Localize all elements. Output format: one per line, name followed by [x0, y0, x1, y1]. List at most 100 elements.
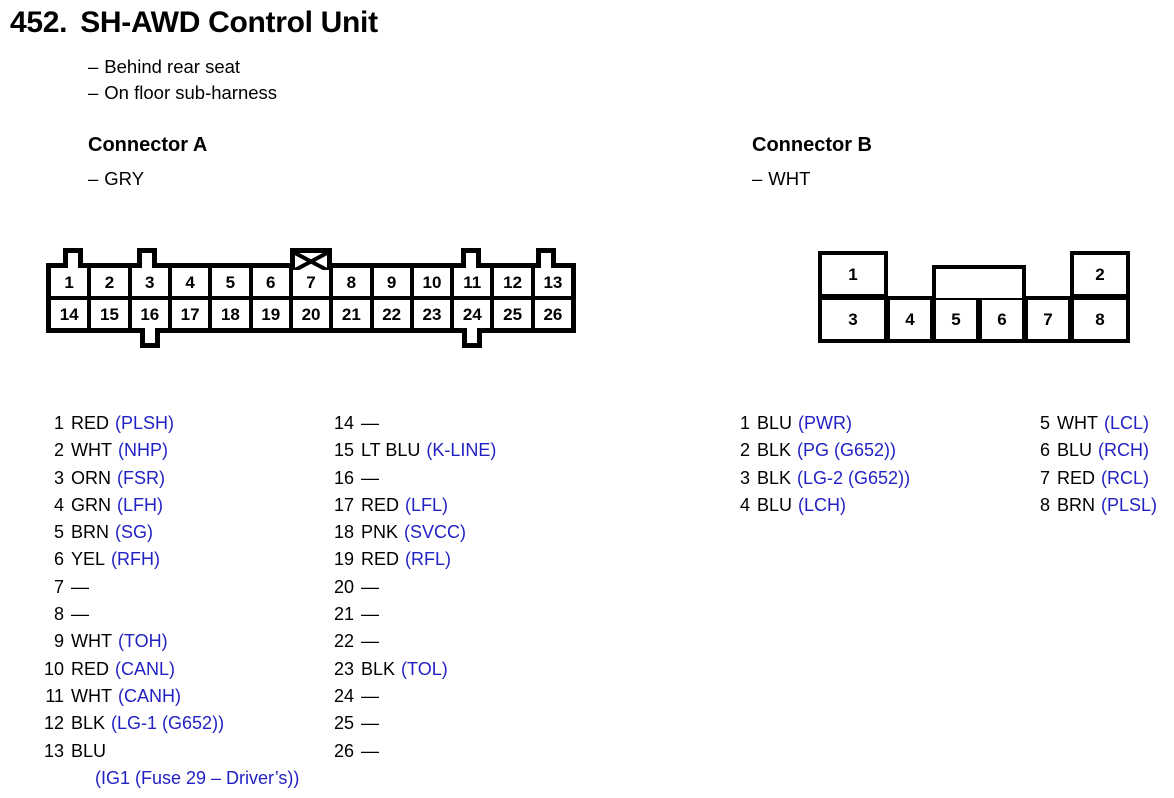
connector-a-pin-14: 14	[51, 300, 92, 328]
pin-wire-color: BLK	[71, 713, 106, 734]
connector-a-color-note: –GRY	[88, 168, 144, 190]
pin-value: —	[361, 738, 379, 765]
connector-a-bottom-tab-24	[461, 328, 482, 348]
connector-a-pin-13: 13	[534, 268, 572, 296]
pin-wire-color: BLK	[757, 440, 792, 461]
pin-wire-color: BLU	[757, 413, 793, 433]
connector-a-pin-entry-16: 16—	[330, 465, 496, 492]
pin-signal-name: (LCL)	[1103, 413, 1149, 433]
connector-a-pin-17: 17	[171, 300, 213, 328]
pin-wire-color: RED	[71, 413, 110, 433]
connector-a-pin-24: 24	[454, 300, 495, 328]
pin-number: 6	[53, 549, 64, 570]
connector-a-pin-2: 2	[91, 268, 132, 296]
connector-a-pin-entry-25: 25 —	[330, 710, 496, 737]
connector-b-pin-3: 3	[818, 296, 888, 343]
pin-wire-color: —	[361, 576, 379, 597]
pin-wire-color: BRN	[1057, 494, 1096, 515]
pin-wire-color: —	[361, 413, 379, 433]
bullet-dash-icon: –	[88, 82, 99, 103]
pin-value: BLK(LG-1 (G652))	[71, 710, 224, 737]
pin-number: 18	[333, 522, 354, 543]
connector-b-color-note: –WHT	[752, 168, 810, 190]
pin-signal-name: (RCL)	[1101, 467, 1150, 488]
pin-number: 20	[333, 576, 354, 597]
pin-wire-color: —	[71, 576, 89, 597]
pin-value: —	[361, 601, 379, 628]
pin-number: 25	[333, 713, 354, 734]
connector-b-pin-6: 6	[978, 296, 1026, 343]
pin-wire-color: BRN	[71, 522, 110, 543]
pin-number: 5	[1039, 413, 1050, 433]
pin-value: —	[361, 710, 379, 737]
connector-a-pin-25: 25	[494, 300, 535, 328]
bullet-dash-icon: –	[752, 168, 763, 189]
pin-number: 16	[333, 467, 354, 488]
pin-wire-color: BLU	[1057, 440, 1093, 461]
pin-wire-color: RED	[1057, 467, 1096, 488]
pin-signal-name: (TOL)	[401, 658, 448, 679]
connector-a-top-tab-11	[461, 248, 481, 268]
connector-a-pin-entry-8: 8—	[40, 601, 299, 628]
pin-signal-name: (RFL)	[405, 549, 452, 570]
pin-number: 2	[739, 440, 750, 461]
connector-a-pin-7: 7	[292, 268, 334, 296]
pin-signal-name: (TOH)	[117, 631, 168, 652]
connector-a-top-tab-1	[63, 248, 83, 268]
connector-a-pin-19: 19	[252, 300, 293, 328]
connector-a-pin-9: 9	[373, 268, 414, 296]
pin-wire-color: BLK	[361, 658, 396, 679]
connector-a-pin-26: 26	[534, 300, 572, 328]
x-latch-icon	[290, 248, 332, 270]
connector-a-top-tab-13	[536, 248, 557, 268]
connector-b-pin-entry-5: 5 WHT(LCL)	[1026, 410, 1157, 437]
pin-number: 21	[333, 604, 354, 625]
connector-a-pin-entry-7: 7—	[40, 574, 299, 601]
pin-wire-color: WHT	[1057, 413, 1098, 433]
pin-value: WHT(LCL)	[1057, 410, 1149, 437]
pin-wire-color: PNK	[361, 522, 399, 543]
pin-number: 15	[333, 440, 354, 461]
pin-signal-name: (K-LINE)	[426, 440, 497, 461]
connector-a-pin-entry-22: 22—	[330, 628, 496, 655]
pin-signal-name: (PWR)	[798, 413, 852, 433]
bullet-dash-icon: –	[88, 56, 99, 77]
pin-signal-name: (LG-2 (G652))	[797, 467, 911, 488]
pin-value: —	[71, 601, 89, 628]
pin-signal-name: (SG)	[115, 522, 154, 543]
connector-a-pin-entry-24: 24—	[330, 683, 496, 710]
pin-wire-color: WHT	[71, 685, 112, 706]
pin-value: RED(LFL)	[361, 492, 448, 519]
pin-value: RED(RFL)	[361, 546, 451, 573]
location-note-text: Behind rear seat	[104, 56, 241, 77]
pin-value: —	[361, 410, 379, 437]
pin-signal-name: (RFH)	[111, 549, 161, 570]
pin-value: —	[361, 683, 379, 710]
location-note: –On floor sub-harness	[88, 80, 277, 106]
pin-value: —	[361, 628, 379, 655]
pin-value: WHT(CANH)	[71, 683, 181, 710]
pin-wire-color: —	[71, 604, 89, 625]
pin-number: 8	[53, 604, 64, 625]
pin-number: 13	[43, 740, 64, 761]
connector-a-pin-6: 6	[252, 268, 293, 296]
pin-number: 12	[43, 713, 64, 734]
pin-number: 10	[43, 658, 64, 679]
pin-value: BLK(LG-2 (G652))	[757, 465, 910, 492]
pin-wire-color: WHT	[71, 631, 112, 652]
pin-wire-color: WHT	[71, 440, 112, 461]
